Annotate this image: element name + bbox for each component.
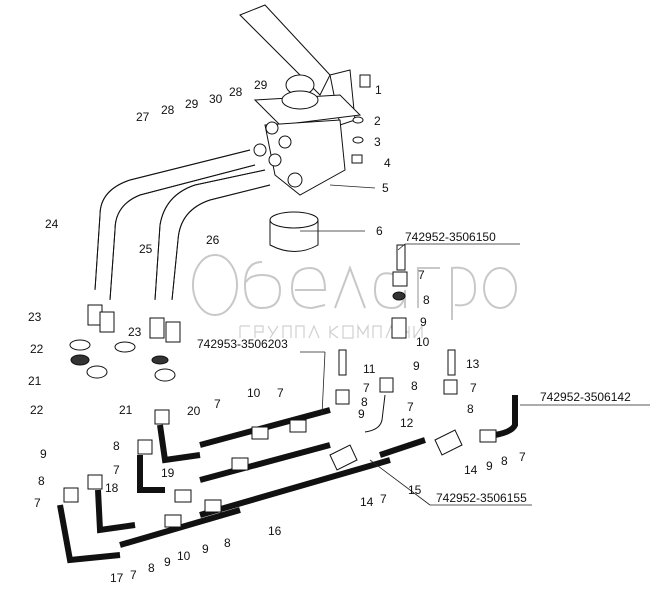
callout: 23 <box>28 310 42 324</box>
callout: 16 <box>268 524 282 538</box>
part-number-label: 742952-3506142 <box>540 390 631 404</box>
fittings <box>57 244 518 564</box>
brake-valve-assembly <box>239 4 371 252</box>
leader-lines <box>300 184 650 506</box>
callout: 8 <box>501 454 508 468</box>
callout: 8 <box>38 474 45 488</box>
callout: 10 <box>416 335 430 349</box>
callout: 8 <box>411 379 418 393</box>
callout: 7 <box>407 400 414 414</box>
callout: 6 <box>376 224 383 238</box>
callout: 7 <box>277 386 284 400</box>
hoses <box>94 149 271 301</box>
callout: 7 <box>363 381 370 395</box>
callout: 7 <box>113 463 120 477</box>
callout: 10 <box>177 549 191 563</box>
callout: 7 <box>130 568 137 582</box>
callout: 7 <box>418 268 425 282</box>
callout: 8 <box>361 395 368 409</box>
part-number-label: 742952-3506155 <box>436 491 527 505</box>
callout: 14 <box>464 463 478 477</box>
callout: 24 <box>45 217 59 231</box>
callout: 7 <box>519 450 526 464</box>
callout: 30 <box>209 92 223 106</box>
callout: 11 <box>363 362 376 376</box>
callout: 9 <box>413 359 420 373</box>
callout: 1 <box>375 83 382 97</box>
callout: 7 <box>380 492 387 506</box>
callout: 19 <box>161 466 175 480</box>
callout: 22 <box>30 403 44 417</box>
callout: 8 <box>148 561 155 575</box>
callout: 9 <box>40 447 47 461</box>
callout: 22 <box>30 342 44 356</box>
callout: 21 <box>119 403 133 417</box>
callout: 7 <box>214 397 221 411</box>
watermark-logo <box>192 254 517 339</box>
callout: 13 <box>466 357 480 371</box>
callout: 21 <box>28 374 42 388</box>
callout: 20 <box>187 404 201 418</box>
callout: 7 <box>34 496 41 510</box>
callout: 28 <box>161 103 175 117</box>
callout: 5 <box>382 181 389 195</box>
callout: 8 <box>467 402 474 416</box>
callout: 9 <box>420 315 427 329</box>
callout: 29 <box>254 78 268 92</box>
callout: 18 <box>105 481 119 495</box>
callout: 27 <box>136 110 150 124</box>
callout: 4 <box>384 156 391 170</box>
callout: 7 <box>470 381 477 395</box>
callout: 9 <box>164 555 171 569</box>
callout: 3 <box>374 135 381 149</box>
callout: 14 <box>360 495 374 509</box>
callout: 10 <box>247 386 261 400</box>
callout: 9 <box>486 459 493 473</box>
callout: 15 <box>408 483 422 497</box>
callout: 9 <box>202 542 209 556</box>
part-number-label: 742952-3506150 <box>405 230 496 244</box>
callout-labels: 1 2 3 4 5 6 29 28 30 29 28 27 24 25 26 7… <box>28 78 526 585</box>
callout: 25 <box>139 242 153 256</box>
callout: 26 <box>206 233 220 247</box>
callout: 12 <box>400 416 414 430</box>
callout: 28 <box>229 85 243 99</box>
callout: 2 <box>374 114 381 128</box>
callout: 17 <box>110 571 124 585</box>
callout: 8 <box>423 293 430 307</box>
callout: 29 <box>185 97 199 111</box>
callout: 8 <box>113 439 120 453</box>
part-number-label: 742953-3506203 <box>197 337 288 351</box>
callout: 23 <box>128 325 142 339</box>
callout: 9 <box>358 407 365 421</box>
callout: 8 <box>224 536 231 550</box>
